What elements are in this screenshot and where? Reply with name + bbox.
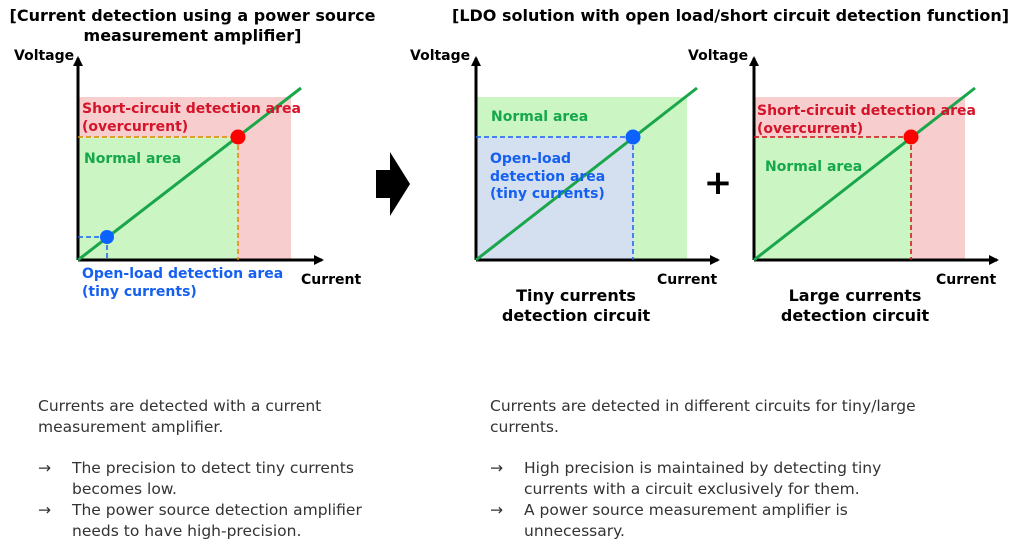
right-bullet-2-arrow-icon: → <box>490 501 503 519</box>
left-short-label-2: (overcurrent) <box>82 119 188 135</box>
left-heading: [Current detection using a power source … <box>5 6 380 46</box>
left-bullet-1: → The precision to detect tiny currents … <box>38 458 398 500</box>
left-tiny-current-point <box>100 230 114 244</box>
right-bullet-1-line-2: currents with a circuit exclusively for … <box>524 480 860 498</box>
right-heading: [LDO solution with open load/short circu… <box>452 6 1010 25</box>
left-bullet-1-line-1: The precision to detect tiny currents <box>72 459 354 477</box>
left-bullet-2: → The power source detection amplifier n… <box>38 500 398 542</box>
left-heading-line-2: measurement amplifier] <box>83 26 302 45</box>
diagram-canvas: Voltage Current Short-circuit detection … <box>14 48 999 325</box>
large-threshold-point <box>903 129 919 145</box>
left-note-line-1: Currents are detected with a current <box>38 397 322 415</box>
left-vi-line <box>77 86 302 262</box>
left-ylabel: Voltage <box>14 48 74 64</box>
right-bullet-1-line-1: High precision is maintained by detectin… <box>524 459 882 477</box>
tiny-xlabel: Current <box>657 272 718 288</box>
right-bullet-2: → A power source measurement amplifier i… <box>490 500 930 542</box>
tiny-openload-label-2: detection area <box>490 169 605 185</box>
tiny-normal-label: Normal area <box>491 109 588 125</box>
large-short-label-2: (overcurrent) <box>757 121 863 137</box>
tiny-ylabel: Voltage <box>410 48 470 64</box>
tiny-vi-line <box>475 86 698 262</box>
left-bullet-2-line-1: The power source detection amplifier <box>72 501 362 519</box>
large-xlabel: Current <box>936 272 997 288</box>
left-bullet-2-arrow-icon: → <box>38 501 51 519</box>
tiny-openload-label-1: Open-load <box>490 151 571 167</box>
plus-sign: + <box>704 163 733 203</box>
right-note: Currents are detected in different circu… <box>490 396 916 438</box>
left-heading-line-1: [Current detection using a power source <box>9 6 376 25</box>
left-overcurrent-point <box>230 129 246 145</box>
left-openload-label-2: (tiny currents) <box>82 284 197 300</box>
large-caption-2: detection circuit <box>781 306 930 325</box>
tiny-current-chart: Voltage Current Normal area Open-load de… <box>410 48 720 325</box>
left-bullet-1-line-2: becomes low. <box>72 480 177 498</box>
tiny-threshold-point <box>625 129 641 145</box>
left-chart: Voltage Current Short-circuit detection … <box>14 48 362 300</box>
left-normal-label: Normal area <box>84 151 181 167</box>
right-bullet-1: → High precision is maintained by detect… <box>490 458 930 500</box>
right-bullet-1-arrow-icon: → <box>490 459 503 477</box>
transition-arrow-icon <box>376 152 410 216</box>
right-note-line-1: Currents are detected in different circu… <box>490 397 916 415</box>
left-note-line-2: measurement amplifier. <box>38 418 224 436</box>
left-note: Currents are detected with a current mea… <box>38 396 321 438</box>
tiny-caption-2: detection circuit <box>502 306 651 325</box>
tiny-caption-1: Tiny currents <box>516 286 636 305</box>
right-note-line-2: currents. <box>490 418 559 436</box>
left-bullet-1-arrow-icon: → <box>38 459 51 477</box>
large-ylabel: Voltage <box>688 48 748 64</box>
left-openload-label-1: Open-load detection area <box>82 266 283 282</box>
large-current-chart: Voltage Current Short-circuit detection … <box>688 48 999 325</box>
right-bullet-2-line-1: A power source measurement amplifier is <box>524 501 848 519</box>
tiny-openload-label-3: (tiny currents) <box>490 186 605 202</box>
large-short-label-1: Short-circuit detection area <box>757 103 976 119</box>
left-xlabel: Current <box>301 272 362 288</box>
left-bullet-2-line-2: needs to have high-precision. <box>72 522 302 540</box>
large-vi-line <box>753 86 976 262</box>
large-caption-1: Large currents <box>789 286 922 305</box>
large-normal-label: Normal area <box>765 159 862 175</box>
right-bullet-2-line-2: unnecessary. <box>524 522 625 540</box>
left-short-label-1: Short-circuit detection area <box>82 101 301 117</box>
